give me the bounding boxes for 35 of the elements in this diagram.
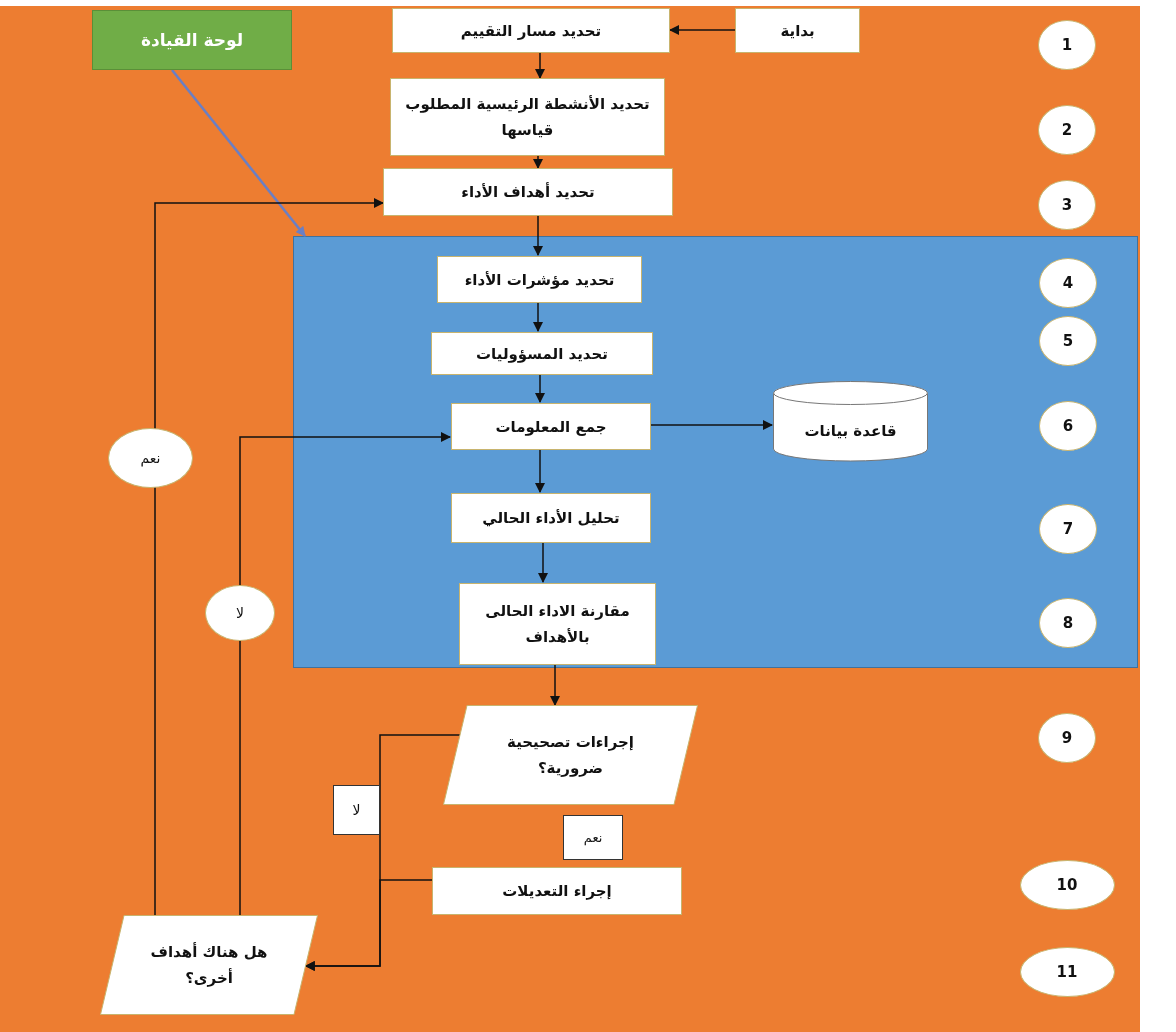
- arrow: [535, 52, 545, 79]
- start-box: بداية: [735, 8, 860, 53]
- arrow: [154, 198, 384, 916]
- arrow: [538, 541, 548, 583]
- arrow: [550, 663, 560, 706]
- edge-label: لا: [333, 785, 380, 835]
- arrow: [533, 155, 543, 169]
- process-box: إجراء التعديلات: [432, 867, 682, 915]
- decision-parallelogram: إجراءات تصحيحية ضرورية؟: [443, 705, 698, 805]
- database-cylinder: قاعدة بيانات: [773, 381, 928, 461]
- arrow: [304, 879, 433, 971]
- process-box: تحديد أهداف الأداء: [383, 168, 673, 216]
- arrow: [535, 373, 545, 403]
- arrow: [533, 301, 543, 332]
- step-number: 8: [1039, 598, 1097, 648]
- step-number: 6: [1039, 401, 1097, 451]
- process-box: تحديد الأنشطة الرئيسية المطلوب قياسها: [390, 78, 665, 156]
- band-panel: [293, 236, 1138, 668]
- answer-tag: نعم: [563, 815, 623, 860]
- process-box: تحديد المسؤوليات: [431, 332, 653, 375]
- arrow: [239, 432, 451, 916]
- process-box: جمع المعلومات: [451, 403, 651, 450]
- arrow: [649, 420, 773, 430]
- process-box: تحديد مؤشرات الأداء: [437, 256, 642, 303]
- process-box: تحليل الأداء الحالي: [451, 493, 651, 543]
- arrow: [669, 25, 736, 35]
- step-number: 4: [1039, 258, 1097, 308]
- arrow: [535, 448, 545, 493]
- step-number: 5: [1039, 316, 1097, 366]
- arrow: [533, 215, 543, 256]
- dashboard-box: لوحة القيادة: [92, 10, 292, 70]
- arrow: [171, 69, 306, 237]
- process-box: مقارنة الاداء الحالى بالأهداف: [459, 583, 656, 665]
- process-box: تحديد مسار التقييم: [392, 8, 670, 53]
- step-number: 7: [1039, 504, 1097, 554]
